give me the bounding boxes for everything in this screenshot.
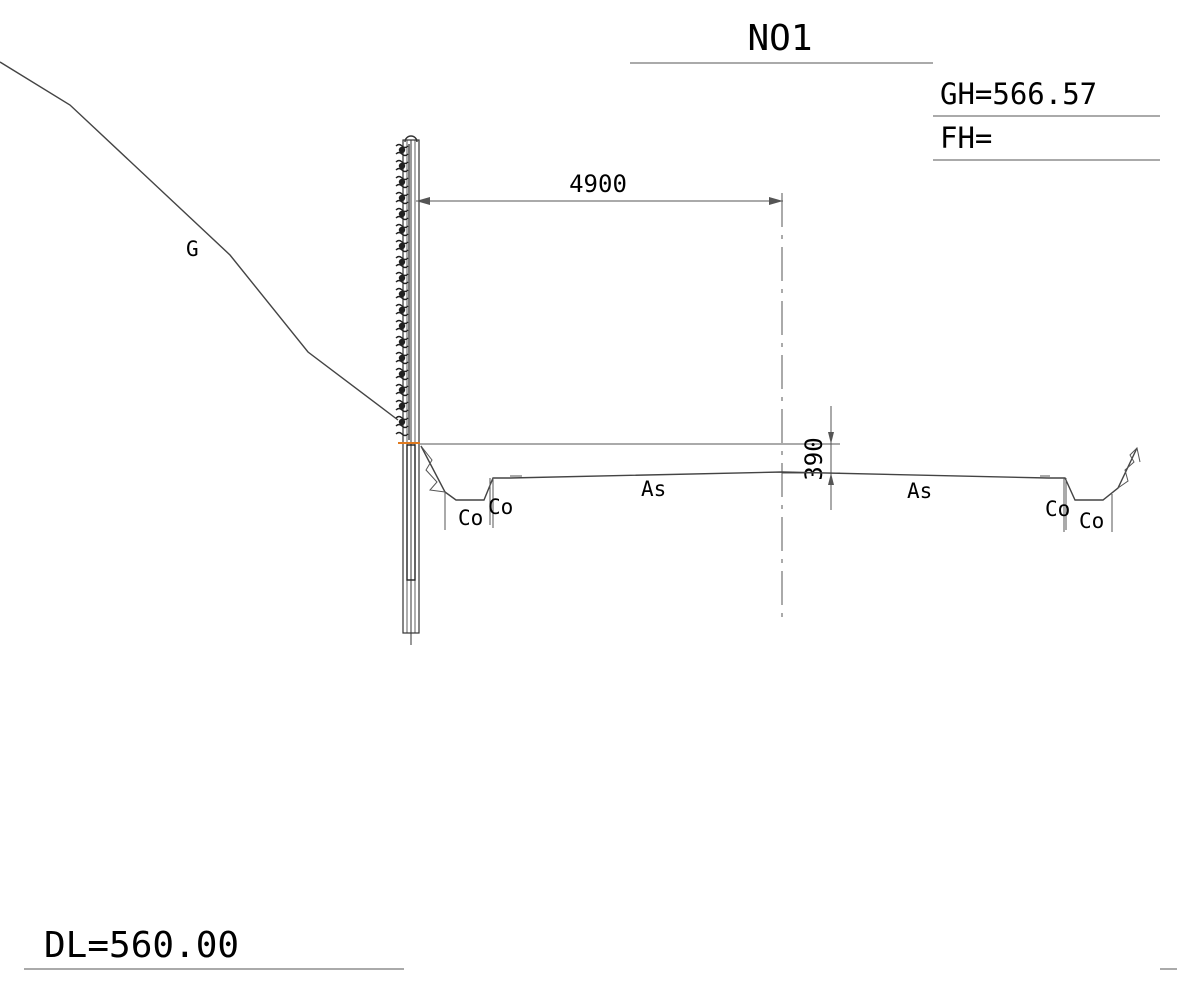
- anchor-wave: [395, 183, 409, 189]
- anchor-wave: [395, 375, 409, 381]
- anchor-wave: [395, 303, 409, 309]
- anchor-bolt: [398, 290, 406, 298]
- anchor-wave: [395, 431, 409, 437]
- ground-line: [0, 61, 399, 421]
- anchor-wave: [395, 287, 409, 293]
- anchor-bolt: [398, 354, 406, 362]
- anchor-wave: [395, 255, 409, 261]
- anchor-wave: [395, 327, 409, 333]
- road-surface: [509, 471, 1049, 479]
- anchor-wave: [395, 199, 409, 205]
- anchor-wave: [395, 295, 409, 301]
- anchor-bolt: [398, 146, 406, 154]
- anchor-wave: [395, 279, 409, 285]
- section-title: NO1: [747, 18, 812, 59]
- label-asphalt-right: As: [907, 479, 932, 503]
- left-gutter: [420, 445, 510, 530]
- anchor-bolt: [398, 226, 406, 234]
- anchor-wave: [395, 271, 409, 277]
- anchor-bolt: [398, 194, 406, 202]
- label-concrete-left-1: Co: [458, 506, 483, 530]
- anchor-wave: [395, 423, 409, 429]
- anchor-wave: [395, 335, 409, 341]
- anchor-wave: [395, 215, 409, 221]
- anchor-wave: [395, 143, 409, 149]
- datum-label: DL=560.00: [44, 925, 239, 966]
- anchor-wave: [395, 239, 409, 245]
- anchor-wave: [395, 207, 409, 213]
- anchor-wave: [395, 159, 409, 165]
- fh-label: FH=: [940, 121, 992, 155]
- gh-label: GH=566.57: [940, 77, 1097, 111]
- dimension-4900: 4900: [416, 170, 783, 205]
- anchor-bolt: [398, 338, 406, 346]
- anchor-wave: [395, 191, 409, 197]
- anchor-wave: [395, 415, 409, 421]
- anchor-wave: [395, 359, 409, 365]
- anchor-bolt: [398, 370, 406, 378]
- anchor-wave: [395, 351, 409, 357]
- anchor-wave: [395, 311, 409, 317]
- label-asphalt-left: As: [641, 477, 666, 501]
- anchor-wave: [395, 175, 409, 181]
- anchor-stack: [395, 143, 410, 440]
- anchor-bolt: [398, 274, 406, 282]
- label-concrete-right-1: Co: [1045, 497, 1070, 521]
- anchor-bolt: [398, 322, 406, 330]
- anchor-wave: [395, 383, 409, 389]
- anchor-wave: [395, 231, 409, 237]
- anchor-bolt: [398, 306, 406, 314]
- anchor-wave: [395, 343, 409, 349]
- dimension-390: 390: [782, 406, 840, 510]
- anchor-bolt: [398, 386, 406, 394]
- anchor-bolt: [398, 402, 406, 410]
- label-concrete-left-2: Co: [488, 495, 513, 519]
- label-concrete-right-2: Co: [1079, 509, 1104, 533]
- dimension-390-text: 390: [800, 437, 828, 480]
- anchor-bolt: [398, 178, 406, 186]
- right-gutter: [1048, 446, 1141, 532]
- anchor-bolt: [398, 242, 406, 250]
- anchor-wave: [395, 367, 409, 373]
- anchor-wave: [395, 263, 409, 269]
- anchor-bolt: [398, 258, 406, 266]
- anchor-wave: [395, 319, 409, 325]
- anchor-wave: [395, 407, 409, 413]
- dimension-4900-text: 4900: [569, 170, 627, 198]
- anchor-wave: [395, 151, 409, 157]
- anchor-wave: [395, 167, 409, 173]
- anchor-bolt: [398, 162, 406, 170]
- anchor-bolt: [398, 210, 406, 218]
- anchor-wave: [395, 223, 409, 229]
- ground-label: G: [186, 237, 199, 261]
- anchor-wave: [395, 391, 409, 397]
- anchor-bolt: [398, 418, 406, 426]
- anchor-wave: [395, 399, 409, 405]
- anchor-wave: [395, 247, 409, 253]
